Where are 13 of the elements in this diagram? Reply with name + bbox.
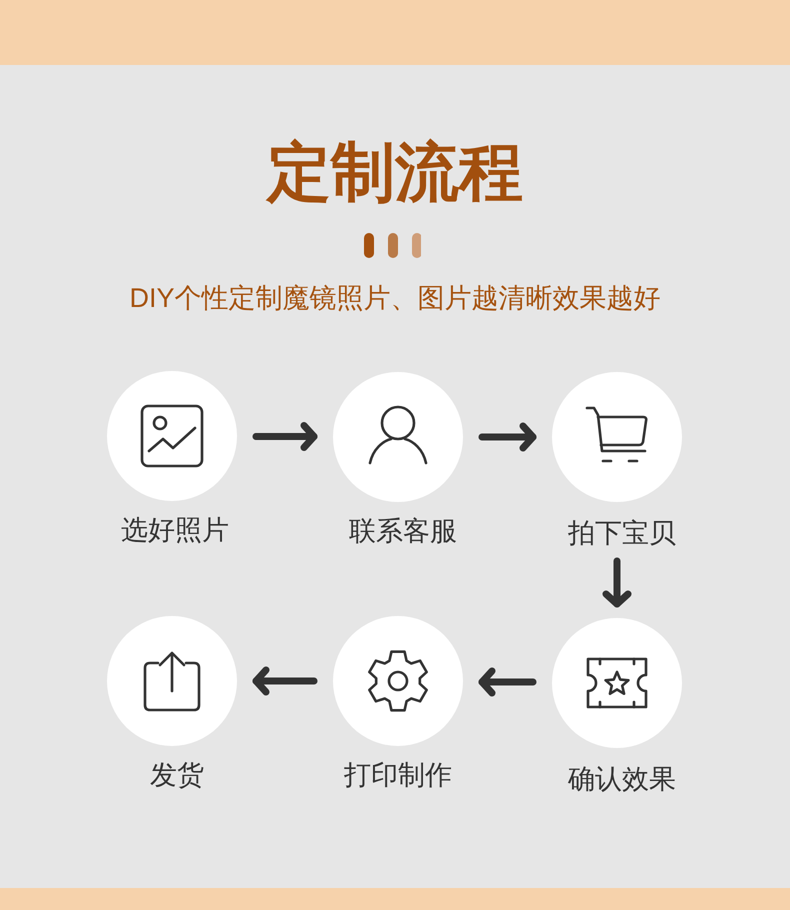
step-label: 打印制作 [344, 759, 452, 791]
step-label: 确认效果 [568, 763, 676, 795]
arrow [252, 422, 318, 451]
title: 定制流程 [267, 135, 523, 210]
arrow [602, 558, 632, 608]
arrow [478, 668, 536, 696]
step-label: 选好照片 [121, 514, 229, 546]
step-label: 联系客服 [349, 515, 457, 547]
arrow [478, 422, 536, 452]
subtitle: DIY个性定制魔镜照片、图片越清晰效果越好 [129, 282, 660, 315]
step-label: 拍下宝贝 [568, 517, 676, 549]
arrow [252, 666, 318, 696]
step-label: 发货 [150, 759, 204, 791]
